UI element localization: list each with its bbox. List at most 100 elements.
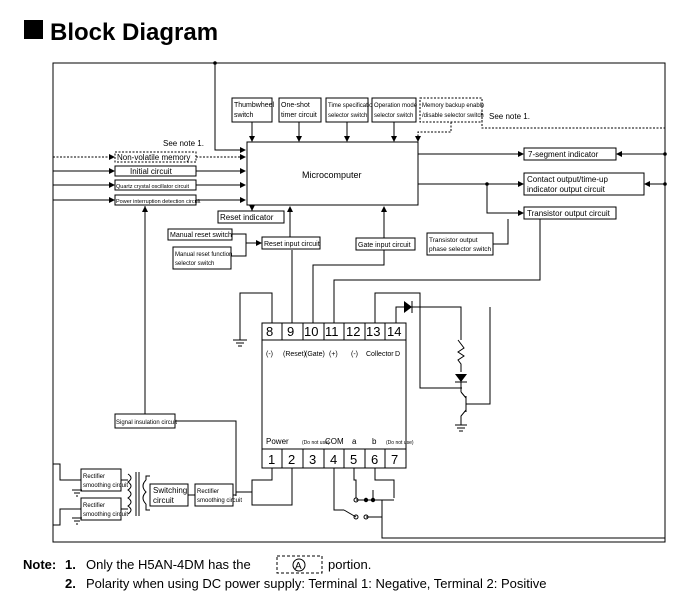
terminal-3: 3 [309, 452, 316, 467]
thumbwheel-switch: Thumbwheel switch [231, 97, 275, 123]
terminal-7: 7 [391, 452, 398, 467]
terminal-5: 5 [350, 452, 357, 467]
non-volatile-memory: Non-volatile memory [114, 151, 197, 163]
svg-text:smoothing circuit: smoothing circuit [83, 483, 128, 489]
svg-text:(+): (+) [329, 351, 338, 358]
terminal-6: 6 [371, 452, 378, 467]
note-2: 2. Polarity when using DC power supply: … [65, 576, 547, 591]
svg-text:(Gate): (Gate) [305, 351, 325, 358]
svg-text:Reset input circuit: Reset input circuit [264, 241, 320, 248]
signal-insulation-circuit: Signal insulation circuit [114, 413, 177, 429]
svg-text:b: b [372, 437, 377, 446]
svg-text:Reset indicator: Reset indicator [220, 213, 274, 222]
svg-text:Transistor output circuit: Transistor output circuit [527, 209, 611, 218]
bottom-terminal-labels: Power (Do not use) COM a b (Do not use) [266, 437, 414, 446]
svg-text:Rectifier: Rectifier [83, 474, 105, 480]
terminal-block [261, 322, 407, 469]
svg-text:Operation mode: Operation mode [374, 103, 418, 109]
quartz-oscillator-circuit: Quartz crystal oscillator circuit [114, 179, 197, 191]
transistor-output-circuit: Transistor output circuit [523, 206, 617, 220]
svg-text:Note:: Note: [23, 557, 56, 572]
svg-text:timer circuit: timer circuit [281, 112, 317, 119]
one-shot-timer-circuit: One-shot timer circuit [278, 97, 322, 123]
svg-text:(Do not use): (Do not use) [302, 440, 330, 446]
svg-text:D: D [395, 351, 400, 358]
svg-text:portion.: portion. [328, 557, 371, 572]
terminal-4: 4 [330, 452, 337, 467]
svg-text:(-): (-) [266, 351, 273, 358]
svg-text:Signal insulation circuit: Signal insulation circuit [116, 420, 177, 426]
reset-indicator: Reset indicator [217, 210, 285, 224]
terminal-11: 11 [325, 324, 339, 339]
svg-text:Thumbwheel: Thumbwheel [234, 102, 275, 109]
svg-text:a: a [352, 437, 357, 446]
transistor-phase-selector: Transistor output phase selector switch [426, 232, 494, 256]
svg-text:7-segment indicator: 7-segment indicator [528, 150, 599, 159]
svg-text:COM: COM [325, 437, 344, 446]
svg-text:One-shot: One-shot [281, 102, 310, 109]
optional-portion-symbol: A [295, 561, 302, 572]
svg-text:/disable selector switch: /disable selector switch [422, 113, 484, 119]
terminal-13: 13 [366, 324, 380, 339]
svg-text:Microcomputer: Microcomputer [302, 170, 362, 180]
svg-text:smoothing circuit: smoothing circuit [83, 512, 128, 518]
operation-mode-selector-switch: Operation mode selector switch [371, 97, 418, 123]
svg-text:selector switch: selector switch [175, 261, 214, 267]
svg-text:Transistor output: Transistor output [429, 237, 478, 244]
svg-text:Manual reset switch: Manual reset switch [170, 232, 232, 239]
manual-reset-function-selector: Manual reset function selector switch [172, 246, 232, 270]
terminal-8: 8 [266, 324, 273, 339]
rectifier-smoothing-2: Rectifier smoothing circuit [80, 497, 128, 521]
svg-text:smoothing circuit: smoothing circuit [197, 498, 242, 504]
terminal-14: 14 [387, 324, 401, 339]
note-1: Note: 1. Only the H5AN-4DM has the A por… [23, 555, 371, 574]
terminal-12: 12 [346, 324, 360, 339]
svg-text:Rectifier: Rectifier [197, 489, 219, 495]
transistor-output-stage [455, 307, 491, 432]
seven-segment-indicator: 7-segment indicator [523, 147, 617, 161]
memory-backup-selector-switch: Memory backup enable /disable selector s… [419, 97, 485, 123]
svg-text:2.: 2. [65, 576, 76, 591]
svg-text:Polarity when using DC power s: Polarity when using DC power supply: Ter… [86, 576, 547, 591]
contact-output-circuit: Contact output/time-up indicator output … [523, 172, 645, 196]
page-title: Block Diagram [50, 19, 218, 46]
svg-text:Power interruption detection c: Power interruption detection circuit [116, 199, 201, 205]
svg-text:Only the H5AN-4DM has the: Only the H5AN-4DM has the [86, 557, 251, 572]
svg-text:switch: switch [234, 112, 254, 119]
svg-text:circuit: circuit [153, 496, 175, 505]
svg-text:(Do not use): (Do not use) [386, 440, 414, 446]
svg-text:Quartz crystal oscillator circ: Quartz crystal oscillator circuit [116, 184, 190, 190]
terminal-2: 2 [288, 452, 295, 467]
reset-input-circuit: Reset input circuit [261, 236, 321, 250]
svg-text:Power: Power [266, 437, 289, 446]
svg-text:(Reset): (Reset) [283, 351, 306, 358]
svg-text:selector switch: selector switch [328, 113, 367, 119]
terminal-10: 10 [304, 324, 318, 339]
top-terminal-numbers: 8 9 10 11 12 13 14 [266, 324, 401, 339]
initial-circuit: Initial circuit [114, 165, 197, 177]
svg-text:Manual reset function: Manual reset function [175, 252, 232, 258]
relay-contacts [333, 468, 395, 520]
manual-reset-switch: Manual reset switch [167, 228, 233, 241]
terminal-1: 1 [268, 452, 275, 467]
power-interruption-detection-circuit: Power interruption detection circuit [114, 194, 201, 206]
svg-text:Gate input circuit: Gate input circuit [358, 242, 411, 249]
svg-text:Collector: Collector [366, 351, 394, 358]
switching-circuit: Switching circuit [149, 483, 189, 507]
top-terminal-labels: (-) (Reset) (Gate) (+) (-) Collector D [266, 351, 400, 358]
see-note-top: See note 1. [489, 112, 530, 121]
see-note-left: See note 1. [163, 139, 204, 148]
svg-text:(-): (-) [351, 351, 358, 358]
svg-text:selector switch: selector switch [374, 113, 413, 119]
bottom-terminal-numbers: 1 2 3 4 5 6 7 [268, 452, 398, 467]
terminal-9: 9 [287, 324, 294, 339]
svg-text:phase selector switch: phase selector switch [429, 246, 492, 253]
microcomputer: Microcomputer [246, 141, 419, 206]
svg-text:Rectifier: Rectifier [83, 503, 105, 509]
gate-input-circuit: Gate input circuit [355, 237, 416, 251]
svg-text:Switching: Switching [153, 486, 187, 495]
svg-text:Time specification: Time specification [328, 103, 376, 109]
svg-text:Initial circuit: Initial circuit [130, 167, 173, 176]
svg-text:Non-volatile memory: Non-volatile memory [117, 153, 190, 162]
